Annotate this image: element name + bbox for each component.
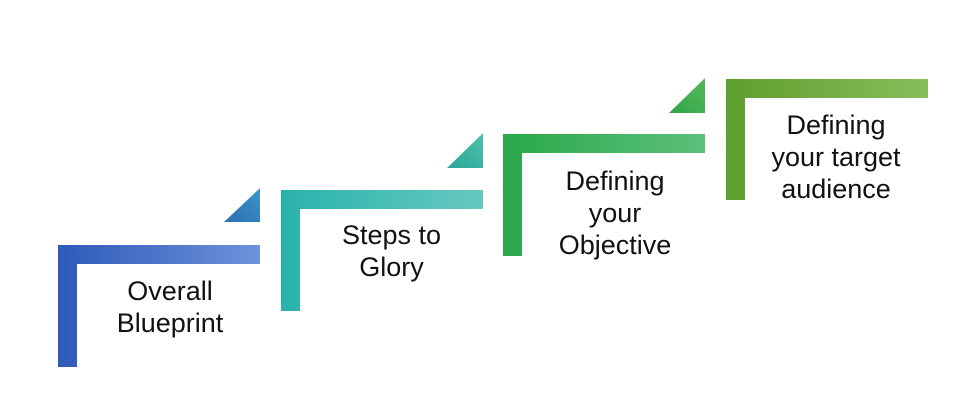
step-2-label: Steps to Glory — [341, 220, 442, 282]
step-3-bracket — [503, 134, 705, 256]
step-2-triangle — [447, 133, 483, 168]
step-4-bracket — [726, 79, 928, 200]
step-3-label: Defining your Objective — [558, 166, 672, 260]
step-1-label: Overall Blueprint — [116, 276, 224, 338]
step-4-label: Defining your target audience — [771, 110, 901, 204]
step-2-bracket — [281, 190, 483, 311]
step-1 — [58, 188, 260, 367]
step-3 — [503, 78, 705, 256]
step-1-triangle — [224, 188, 260, 222]
step-2 — [281, 133, 483, 311]
step-3-triangle — [669, 78, 705, 113]
step-4 — [726, 79, 928, 200]
step-1-bracket — [58, 245, 260, 367]
